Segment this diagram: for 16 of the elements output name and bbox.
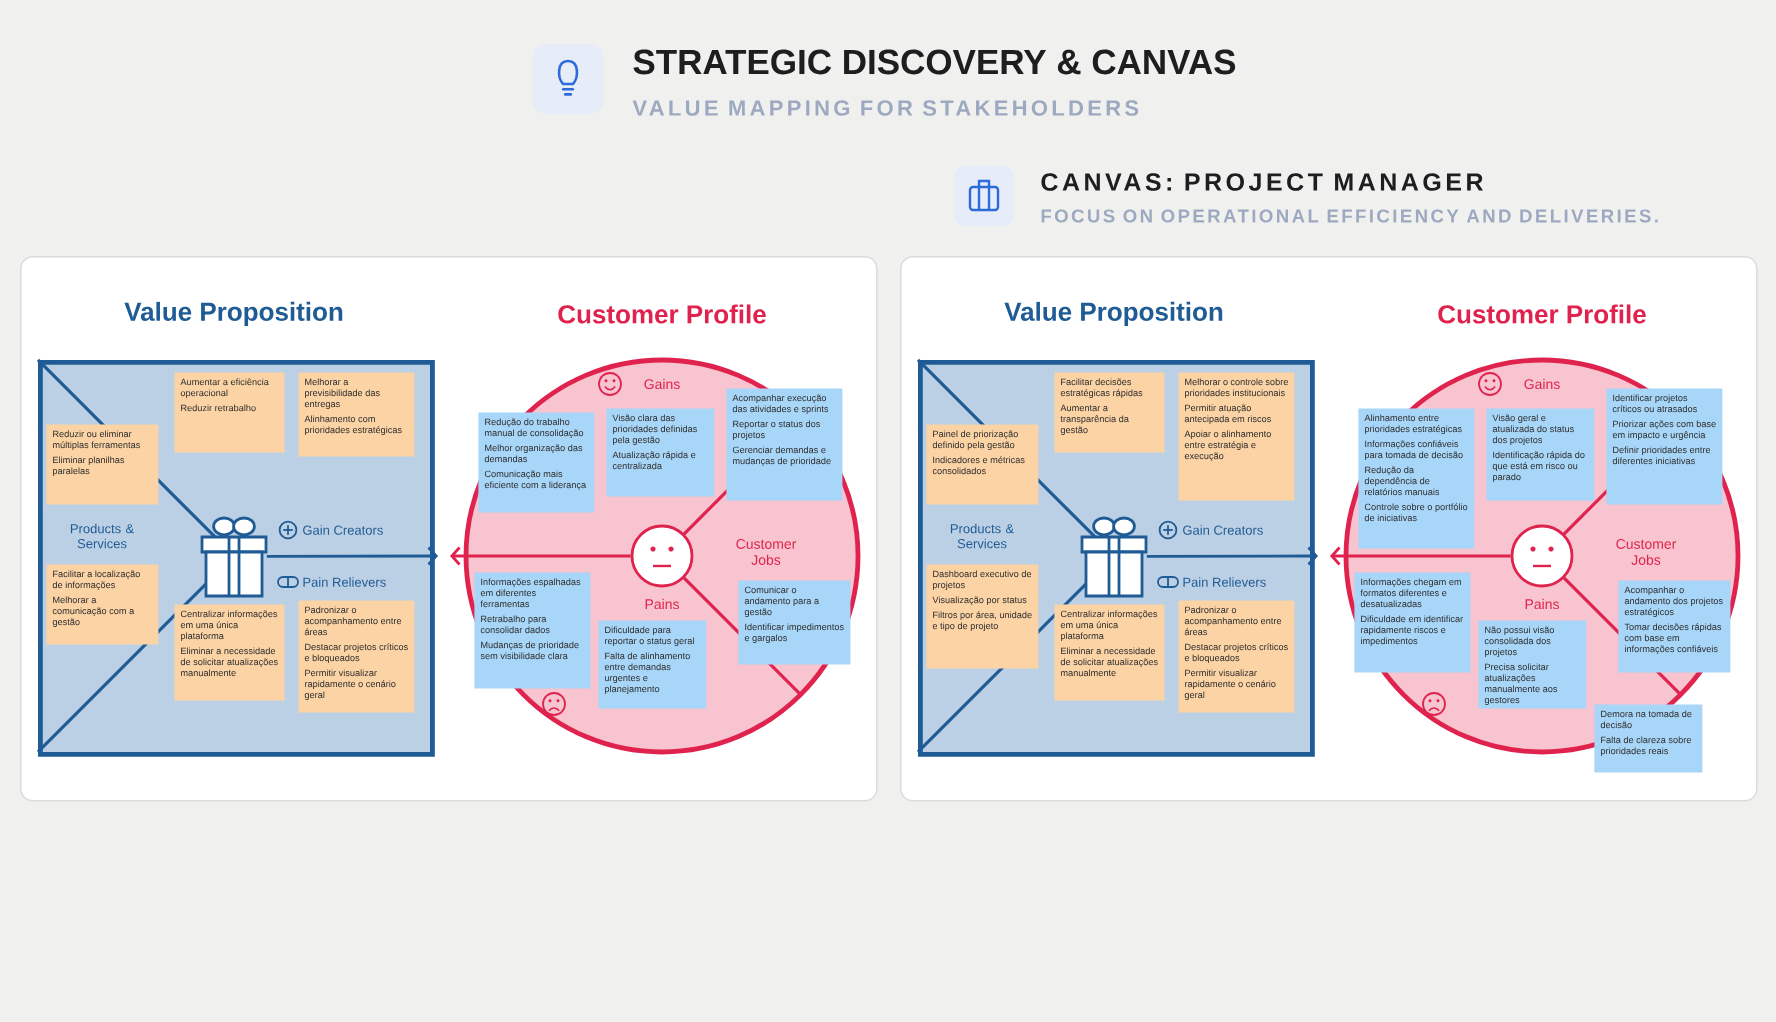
gift-icon — [200, 516, 268, 598]
heading: Value Proposition — [1004, 301, 1223, 327]
heading: Customer Profile — [1438, 304, 1646, 324]
subtitle: FOCUS ON OPERATIONAL EFFICIENCY AND DELIVERIES. — [1041, 209, 1658, 223]
arrow — [1146, 546, 1318, 566]
arrow — [450, 546, 631, 566]
subtitle: VALUE MAPPING FOR STAKEHOLDERS — [632, 100, 1139, 116]
face-icon — [630, 524, 694, 588]
arrow — [266, 546, 438, 566]
face-icon — [1510, 524, 1574, 588]
gift-icon — [1080, 516, 1148, 598]
arrow — [1330, 546, 1511, 566]
heading: Customer Profile — [558, 304, 766, 324]
canvas-title: CANVAS: PROJECT MANAGER — [1041, 173, 1483, 191]
heading: Value Proposition — [124, 301, 343, 327]
title: STRATEGIC DISCOVERY & CANVAS — [633, 49, 1236, 75]
